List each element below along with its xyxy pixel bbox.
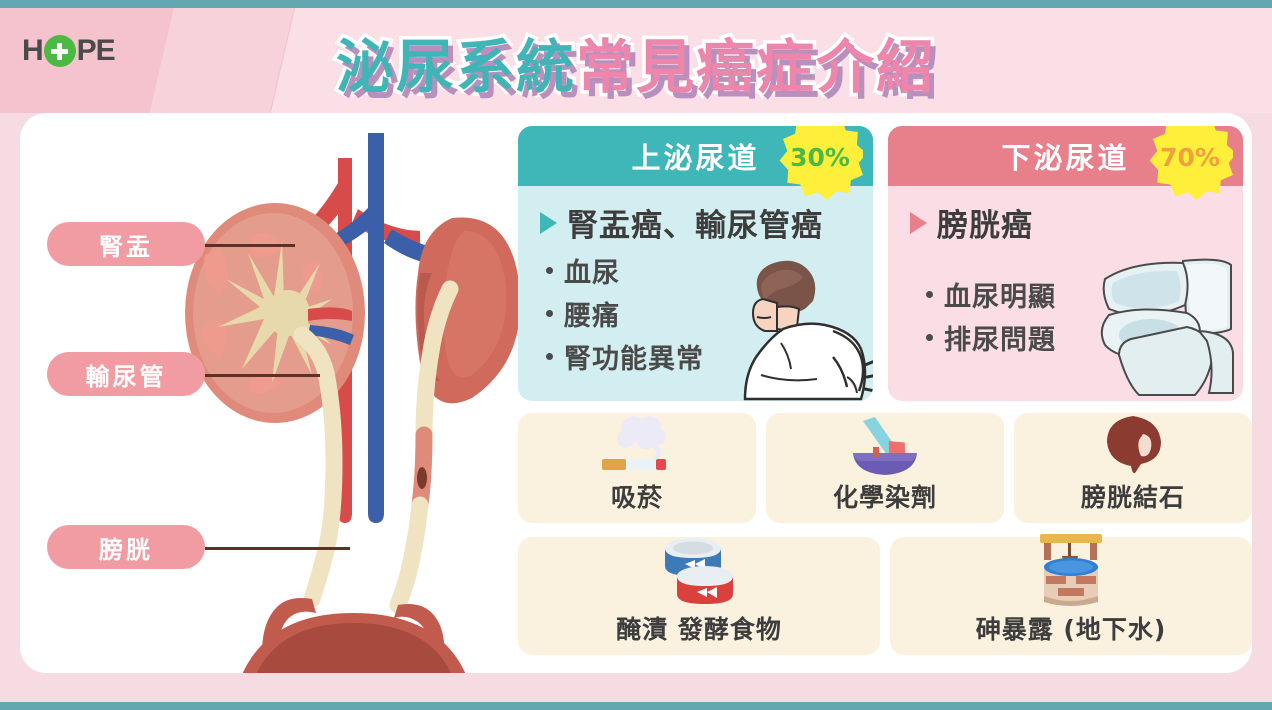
- risk-tile-smoking: 吸菸: [518, 413, 756, 523]
- logo-text-prefix: H: [22, 34, 44, 67]
- water-well-icon: [1032, 534, 1110, 610]
- risk-tile-pickled-food-label: 醃漬 發酵食物: [616, 615, 782, 644]
- man-back-pain-icon: [743, 260, 873, 401]
- risk-tile-arsenic-label: 砷暴露 (地下水): [975, 615, 1167, 644]
- risk-tile-bladder-stone-label: 膀胱結石: [1080, 483, 1185, 512]
- card-upper-body: 腎盂癌、輸尿管癌 血尿 腰痛 腎功能異常: [518, 186, 873, 401]
- card-lower-main-bullet: 膀胱癌: [910, 200, 1243, 245]
- triangle-bullet-icon: [540, 211, 557, 234]
- label-bladder: 膀胱: [47, 525, 205, 569]
- dot-bullet-icon: [546, 353, 553, 360]
- risk-tile-pickled-food: 醃漬 發酵食物: [518, 537, 880, 655]
- card-lower-main-text: 膀胱癌: [937, 208, 1033, 244]
- header-band: [0, 8, 1272, 113]
- dot-bullet-icon: [926, 291, 933, 298]
- toilet-icon: [1100, 258, 1234, 396]
- card-upper-main-text: 腎盂癌、輸尿管癌: [567, 208, 823, 244]
- card-upper-title: 上泌尿道: [631, 141, 760, 175]
- leader-line-bladder: [205, 547, 350, 550]
- label-bladder-text: 膀胱: [99, 535, 153, 564]
- page-title-pink: 常見癌症介紹: [572, 30, 937, 105]
- dot-bullet-icon: [926, 334, 933, 341]
- triangle-bullet-icon: [910, 211, 927, 234]
- label-ureter: 輸尿管: [47, 352, 205, 396]
- leader-line-ureter: [205, 374, 320, 377]
- content-panel: 腎盂 輸尿管 膀胱 上泌尿道 30% 腎盂癌、輸尿管癌 血尿: [20, 113, 1252, 673]
- top-accent-bar: [0, 0, 1272, 8]
- risk-tile-bladder-stone: 膀胱結石: [1014, 413, 1252, 523]
- card-lower-header: 下泌尿道 70%: [888, 126, 1243, 200]
- label-renal-pelvis: 腎盂: [47, 222, 205, 266]
- label-ureter-text: 輸尿管: [85, 362, 167, 391]
- card-upper-main-bullet: 腎盂癌、輸尿管癌: [540, 200, 873, 245]
- risk-tile-chemical-dye-label: 化學染劑: [832, 483, 937, 512]
- card-lower-urinary-tract: 下泌尿道 70% 膀胱癌 血尿明顯 排尿問題: [888, 126, 1243, 401]
- card-lower-symptom-1: 血尿明顯: [926, 275, 1243, 314]
- risk-tile-smoking-label: 吸菸: [610, 483, 663, 512]
- badge-lower-value: 70%: [1160, 142, 1220, 172]
- hope-logo: H PE: [22, 32, 116, 70]
- urinary-system-diagram: 腎盂 輸尿管 膀胱: [20, 113, 521, 673]
- page-title-teal: 泌尿系統: [332, 30, 577, 105]
- card-lower-body: 膀胱癌 血尿明顯 排尿問題: [888, 186, 1243, 401]
- logo-text-suffix: PE: [76, 34, 116, 67]
- page-title: 泌尿系統常見癌症介紹: [0, 20, 1272, 105]
- dot-bullet-icon: [546, 267, 553, 274]
- urinary-anatomy-svg: [185, 133, 521, 673]
- logo-cross-icon: [43, 35, 76, 67]
- canned-fish-icon: [651, 536, 747, 610]
- leader-line-renal-pelvis: [205, 244, 295, 247]
- card-upper-symptom-1: 血尿: [546, 251, 873, 290]
- cigarette-smoke-icon: [592, 413, 682, 478]
- dye-brush-bowl-icon: [845, 413, 925, 478]
- card-upper-symptom-2-text: 腰痛: [564, 301, 620, 332]
- card-lower-title: 下泌尿道: [1001, 141, 1130, 175]
- card-lower-symptom-2: 排尿問題: [926, 318, 1243, 357]
- dot-bullet-icon: [546, 310, 553, 317]
- card-upper-symptom-2: 腰痛: [546, 294, 873, 333]
- risk-tile-arsenic: 砷暴露 (地下水): [890, 534, 1252, 655]
- label-renal-pelvis-text: 腎盂: [99, 232, 153, 261]
- card-upper-symptom-3-text: 腎功能異常: [564, 344, 704, 375]
- badge-upper-value: 30%: [790, 142, 850, 172]
- card-upper-symptom-1-text: 血尿: [564, 258, 620, 289]
- bottom-accent-bar: [0, 702, 1272, 710]
- card-lower-symptom-1-text: 血尿明顯: [944, 282, 1056, 313]
- card-upper-symptom-3: 腎功能異常: [546, 337, 873, 376]
- risk-tile-chemical-dye: 化學染劑: [766, 413, 1004, 523]
- card-upper-urinary-tract: 上泌尿道 30% 腎盂癌、輸尿管癌 血尿 腰痛 腎功能異常: [518, 126, 873, 401]
- card-upper-header: 上泌尿道 30%: [518, 126, 873, 200]
- bladder-stone-icon: [1097, 413, 1169, 478]
- card-lower-symptom-2-text: 排尿問題: [944, 325, 1056, 356]
